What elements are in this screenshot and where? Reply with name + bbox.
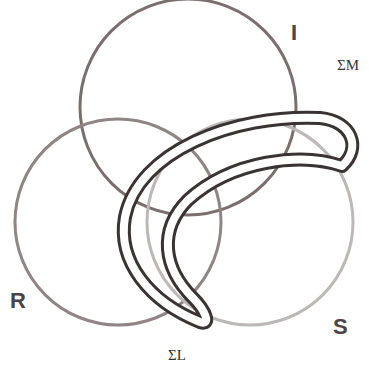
sinthome-band-inner [124,118,353,323]
ring-name: I [291,22,297,44]
imaginary-ring [80,0,296,215]
ring-name: S [333,316,348,338]
ring-name: ΣM [337,58,359,73]
sinthome-band [124,118,353,323]
ring-name: ΣL [168,348,186,363]
ring-name: R [10,290,26,312]
